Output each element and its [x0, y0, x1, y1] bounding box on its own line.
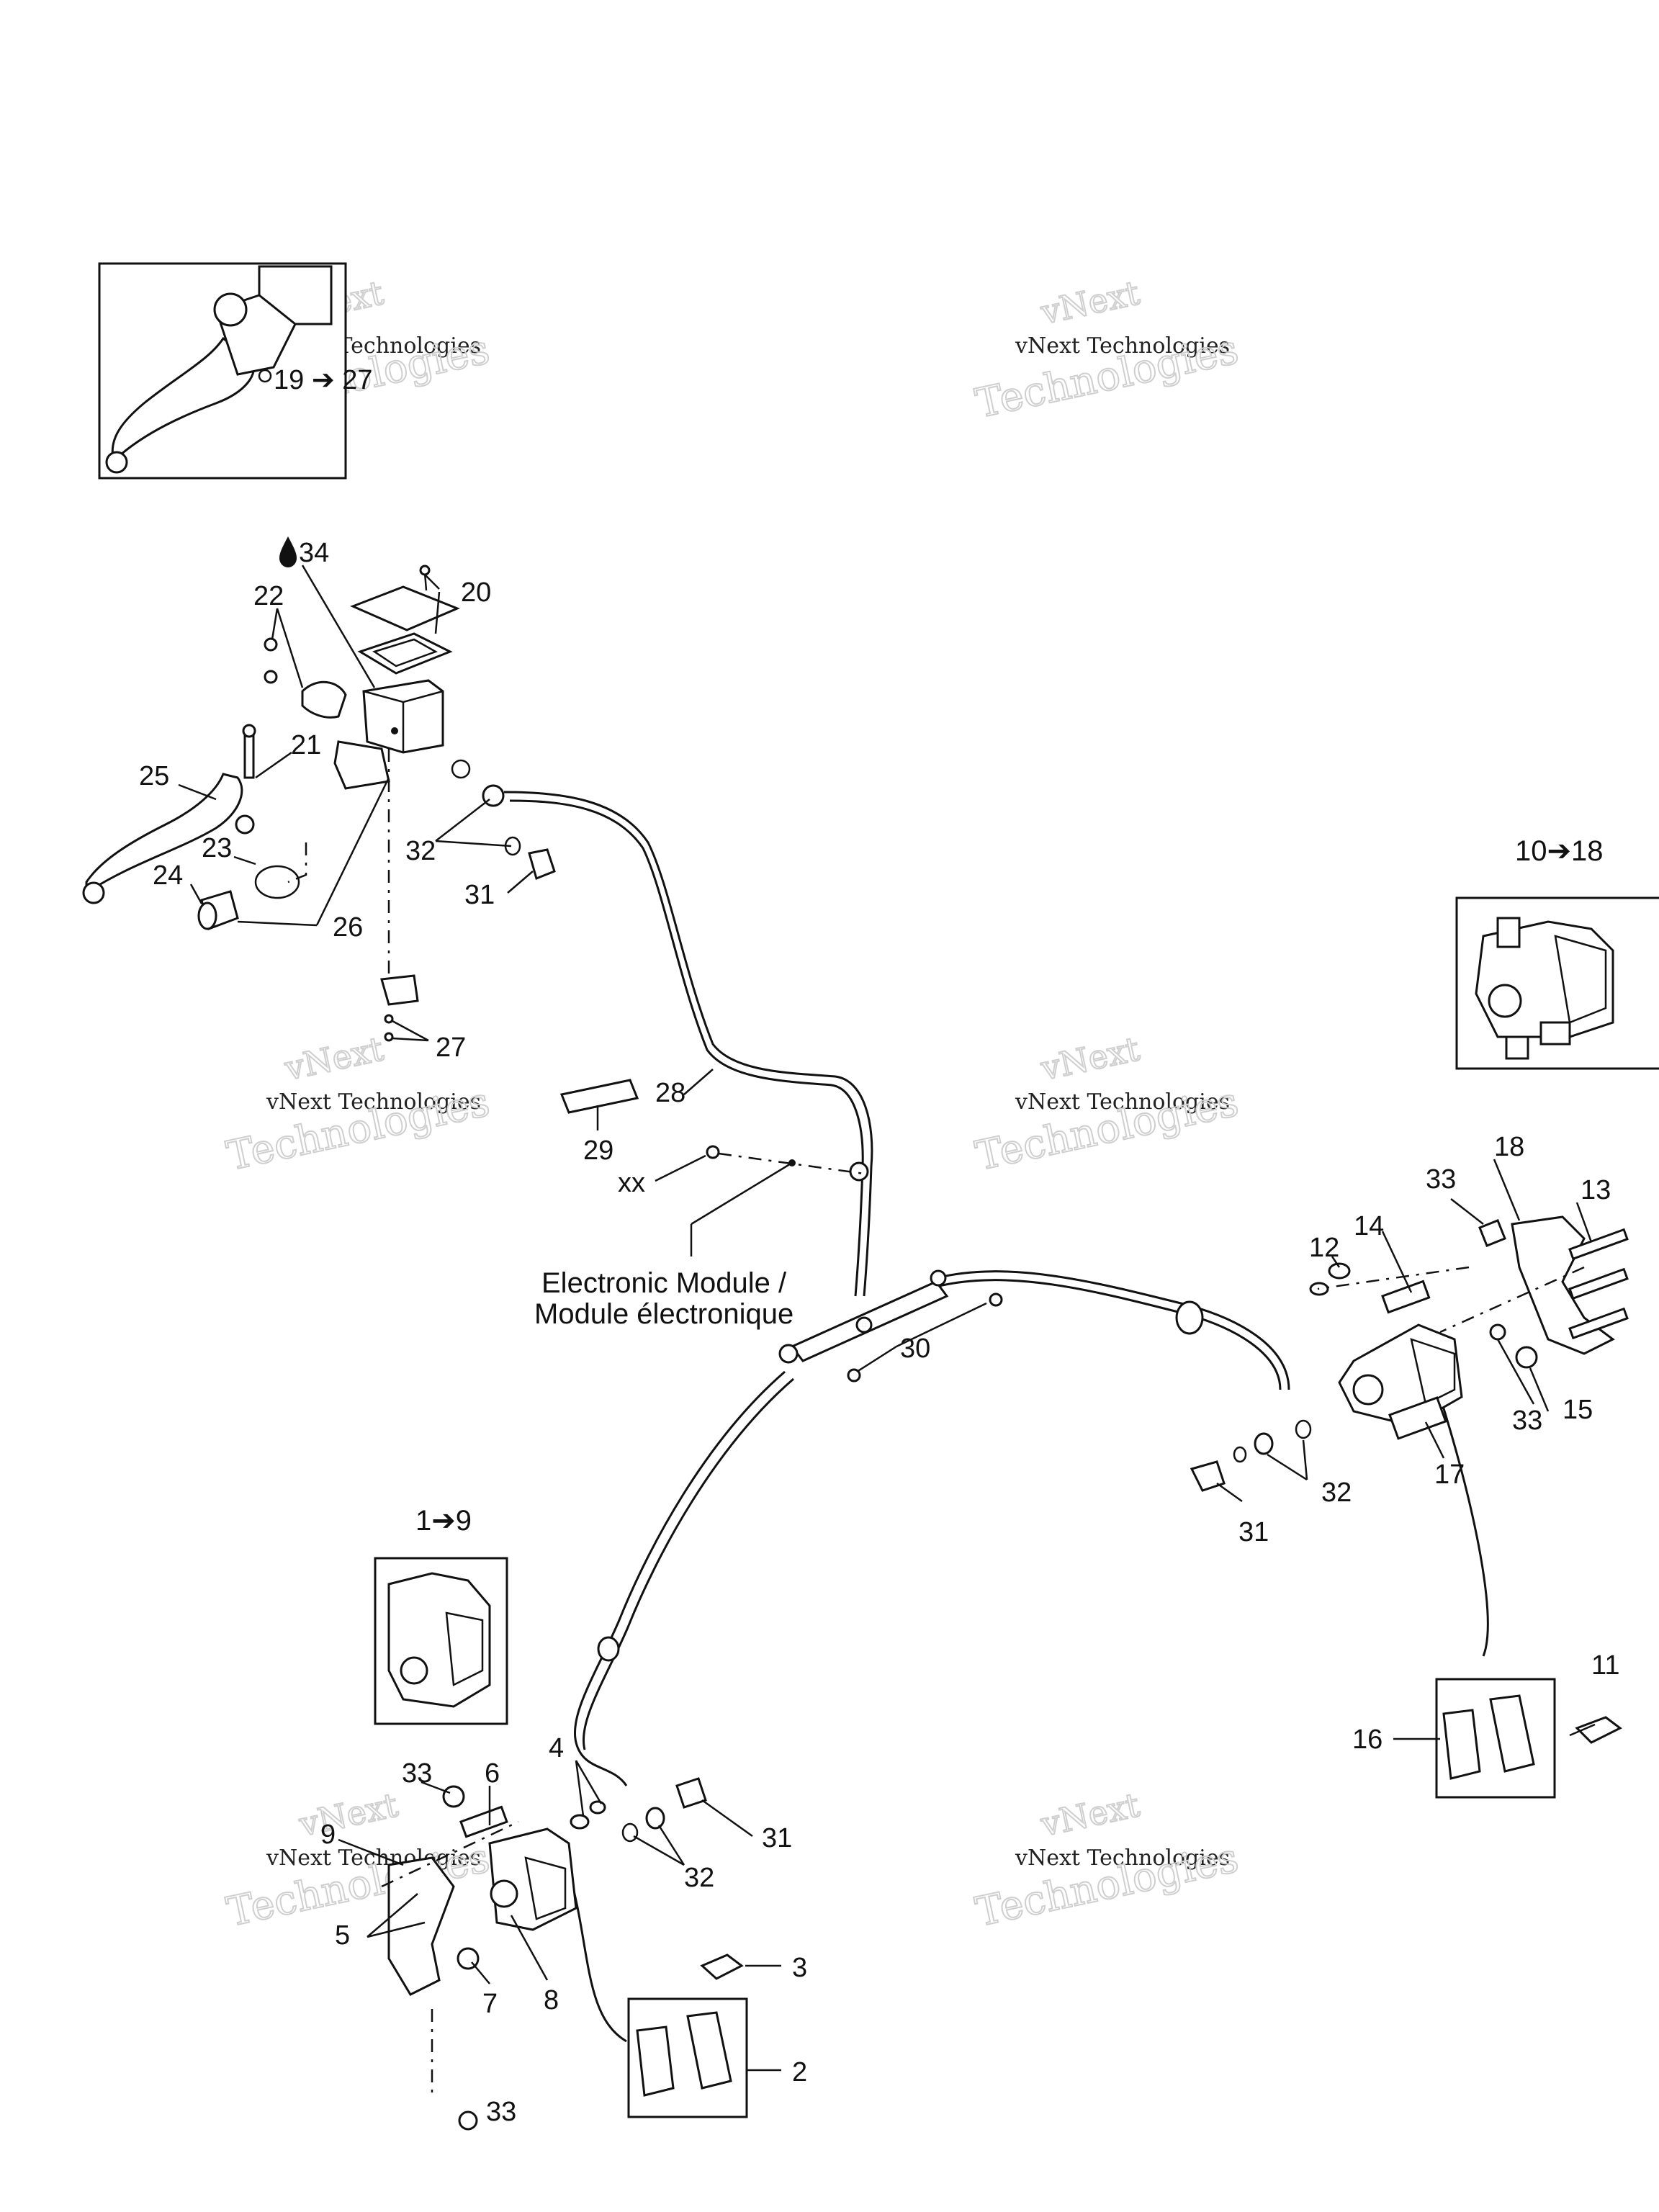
callout-24: 24: [153, 860, 183, 891]
callout-33b: 33: [1512, 1406, 1542, 1436]
watermark-bottom-right: vNext vNext Technologies Technologies: [971, 1784, 1243, 1937]
svg-text:vNext Technologies: vNext Technologies: [1015, 1845, 1230, 1871]
callout-26: 26: [333, 912, 363, 943]
watermark-bottom-left: vNext vNext Technologies Technologies: [222, 1784, 494, 1937]
callout-11: 11: [1591, 1650, 1619, 1681]
svg-text:vNext: vNext: [295, 1785, 402, 1844]
callout-8: 8: [544, 1985, 559, 2015]
callout-33a: 33: [1426, 1164, 1456, 1195]
hose-cross: [574, 1370, 786, 1786]
callout-xx: xx: [618, 1168, 645, 1198]
svg-text:vNext: vNext: [1037, 273, 1143, 332]
callout-31b: 31: [1238, 1517, 1269, 1547]
electronic-module-label-2: Module électronique: [534, 1298, 793, 1330]
callout-33c: 33: [402, 1758, 432, 1789]
inset-rear-caliper: [1455, 896, 1659, 1070]
callout-32b: 32: [1321, 1478, 1352, 1508]
svg-text:vNext Technologies: vNext Technologies: [1015, 1089, 1230, 1115]
callout-9: 9: [320, 1820, 336, 1850]
callout-14: 14: [1354, 1211, 1384, 1241]
master-cylinder-assembly: [82, 565, 556, 1042]
callout-30: 30: [900, 1334, 930, 1364]
drop-icon: [279, 536, 297, 567]
watermark-top-right: vNext vNext Technologies Technologies: [971, 272, 1243, 428]
svg-text:vNext: vNext: [1037, 1029, 1143, 1088]
hose-28: [503, 791, 873, 1297]
callout-31a: 31: [464, 880, 495, 910]
electronic-module-label-1: Electronic Module /: [541, 1267, 787, 1299]
callout-32c: 32: [684, 1863, 714, 1893]
electronic-module-pointer: [690, 1145, 865, 1256]
rear-caliper-assembly: [1190, 1215, 1629, 1492]
callout-25: 25: [139, 761, 169, 791]
svg-text:vNext: vNext: [281, 1029, 387, 1088]
hose-rear: [935, 1270, 1290, 1390]
inset-front-caliper: [374, 1557, 508, 1725]
callout-22: 22: [253, 581, 284, 611]
callout-27: 27: [436, 1033, 466, 1063]
grommet-29: [559, 1079, 639, 1114]
brake-hoses: [503, 791, 1489, 2043]
front-caliper-assembly: [381, 1777, 707, 2131]
callout-31c: 31: [762, 1823, 792, 1853]
svg-text:vNext Technologies: vNext Technologies: [266, 1845, 481, 1871]
svg-text:vNext Technologies: vNext Technologies: [266, 1089, 481, 1115]
callout-16: 16: [1352, 1725, 1382, 1755]
callout-29: 29: [583, 1136, 613, 1166]
callout-13: 13: [1581, 1175, 1611, 1205]
callout-2: 2: [792, 2057, 807, 2087]
callout-15: 15: [1563, 1395, 1593, 1425]
range-rear-caliper: 10➔18: [1515, 835, 1604, 867]
callout-28: 28: [655, 1078, 685, 1108]
callout-5: 5: [335, 1920, 350, 1951]
callout-7: 7: [482, 1989, 498, 2019]
callout-21: 21: [291, 730, 321, 760]
inset-front-pads: [627, 1997, 748, 2118]
spring-clip-11: [1575, 1716, 1622, 1744]
callout-33d: 33: [486, 2097, 516, 2127]
callout-23: 23: [202, 833, 232, 863]
range-master-cylinder: 19 ➔ 27: [274, 365, 373, 395]
callout-17: 17: [1434, 1460, 1465, 1490]
callout-32a: 32: [405, 836, 436, 866]
spring-clip-3: [700, 1954, 744, 1980]
svg-text:vNext: vNext: [1037, 1785, 1143, 1844]
inset-master-cylinder: 19 ➔ 27: [98, 262, 373, 480]
callout-4: 4: [549, 1733, 564, 1763]
callout-6: 6: [485, 1758, 500, 1789]
leader-lines: [178, 565, 1596, 2072]
callout-34: 34: [299, 538, 329, 568]
watermark-mid-right: vNext vNext Technologies Technologies: [971, 1028, 1243, 1181]
callout-18: 18: [1494, 1132, 1524, 1162]
callout-12: 12: [1309, 1233, 1339, 1263]
callout-labels: 34 22 20 21 25 23 24 26 32 31 27 28 29 x…: [139, 536, 1619, 2127]
svg-text:vNext Technologies: vNext Technologies: [1015, 333, 1230, 359]
range-front-caliper: 1➔9: [415, 1505, 472, 1537]
callout-3: 3: [792, 1953, 807, 1983]
callout-20: 20: [461, 577, 491, 608]
inset-rear-pads: [1435, 1678, 1556, 1799]
